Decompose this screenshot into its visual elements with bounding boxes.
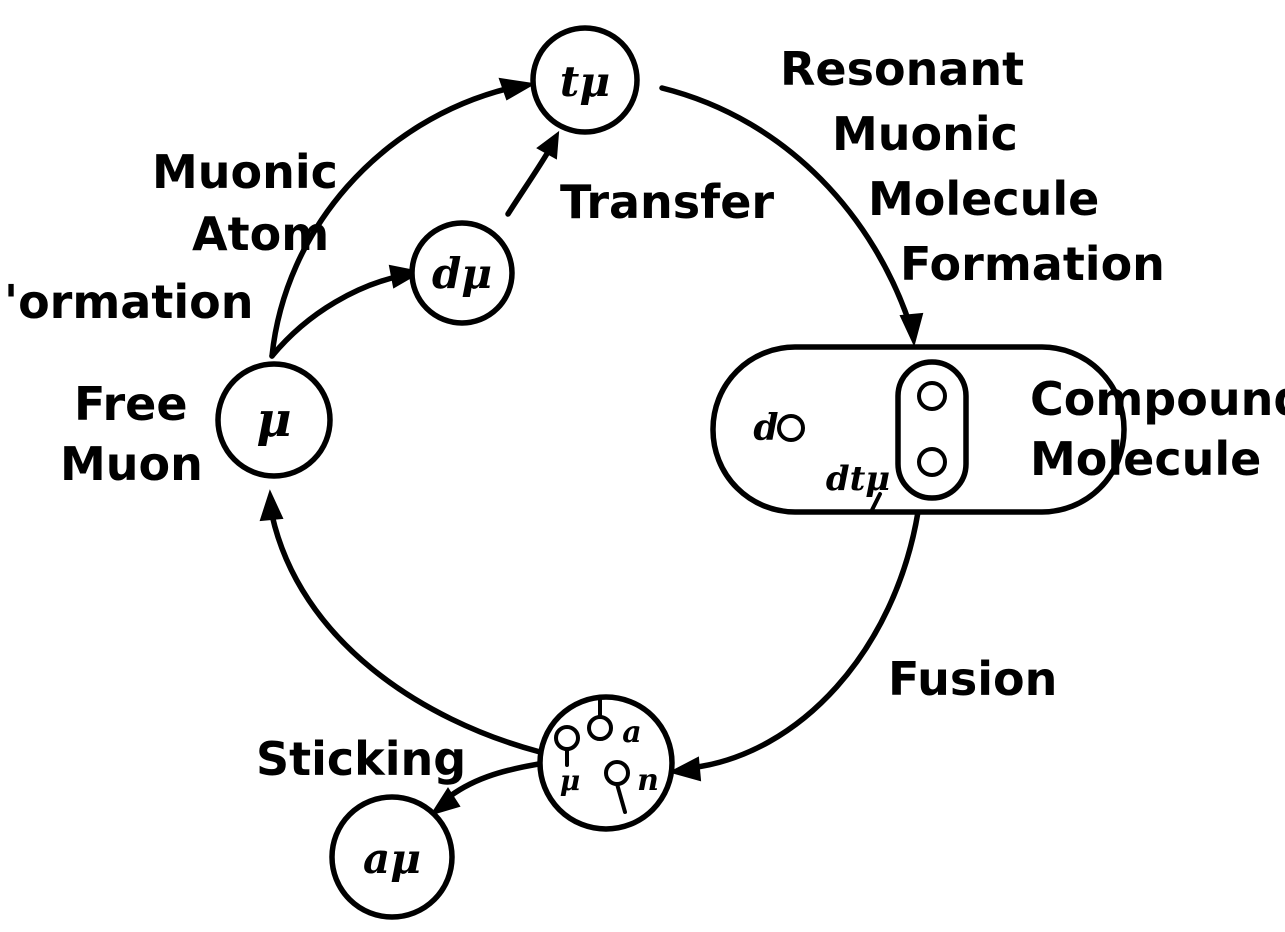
alpha-mu-symbol: aμ	[363, 834, 421, 883]
label-compound-molecule: Molecule	[1030, 432, 1261, 486]
inner-nucleus-bottom	[917, 447, 947, 477]
label-atom: Atom	[192, 207, 329, 261]
arc-compound-to-fusion	[687, 509, 921, 771]
label-muon: Muon	[60, 437, 203, 491]
t-mu-symbol: tμ	[560, 57, 610, 106]
arc-free-muon-to-d-mu	[269, 273, 403, 359]
label-transfer: Transfer	[560, 175, 774, 229]
label-resonant: Resonant	[780, 42, 1024, 96]
arrowhead-to-free-muon	[259, 489, 284, 522]
fusion-n-symbol: n	[637, 763, 659, 798]
arc-transfer-d-mu-to-t-mu	[505, 149, 551, 217]
fusion-alpha-symbol: a	[622, 715, 641, 750]
t-mu-node	[530, 25, 640, 135]
label-muonic-2: Muonic	[832, 107, 1018, 161]
dt-mu-inner-capsule	[895, 359, 969, 501]
arrowhead-to-compound	[899, 312, 924, 347]
arc-sticking	[442, 760, 548, 803]
d-mu-node	[409, 220, 515, 326]
compound-d-nucleus	[777, 414, 805, 442]
d-mu-symbol: dμ	[432, 249, 492, 298]
label-formation-right: Formation	[900, 237, 1165, 291]
label-muonic: Muonic	[152, 145, 338, 199]
label-formation-left: 'ormation	[4, 275, 253, 329]
compound-d-symbol: d	[753, 407, 778, 449]
neutron-track	[615, 782, 627, 814]
arrowhead-sticking	[429, 787, 461, 816]
arc-t-mu-to-compound	[659, 85, 913, 328]
label-free: Free	[74, 377, 188, 431]
label-molecule: Molecule	[868, 172, 1099, 226]
arrowhead-transfer	[536, 130, 560, 160]
arc-free-muon-to-t-mu	[269, 85, 513, 359]
dt-mu-pointer	[870, 492, 882, 512]
alpha-mu-node	[329, 794, 455, 920]
fusion-mu-symbol: μ	[560, 764, 581, 797]
arc-fusion-to-free-muon	[269, 512, 543, 755]
free-muon-symbol: μ	[256, 392, 291, 448]
free-muon-node	[215, 361, 333, 479]
arrowhead-to-fusion	[668, 756, 702, 782]
label-sticking: Sticking	[256, 732, 466, 786]
inner-nucleus-top	[917, 381, 947, 411]
label-fusion: Fusion	[888, 652, 1057, 706]
label-compound: Compound	[1030, 372, 1285, 426]
arrowhead-to-t-mu	[498, 77, 536, 101]
